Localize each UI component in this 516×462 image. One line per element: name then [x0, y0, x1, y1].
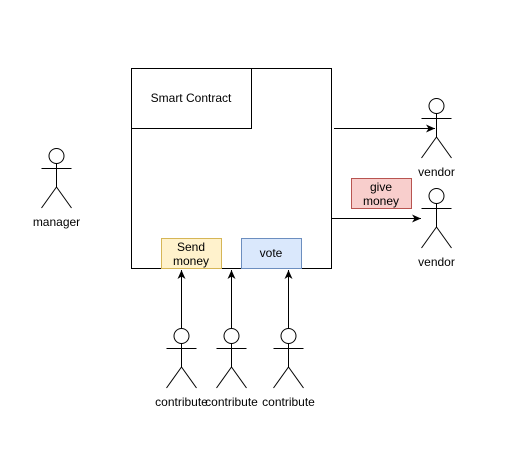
manager-actor-icon	[41, 148, 72, 209]
send-money-box	[161, 238, 222, 269]
smart-contract-title-box	[131, 68, 252, 129]
give-money-box	[351, 178, 412, 209]
vendor-bottom-label: vendor	[418, 255, 455, 269]
vendor-top-actor-icon	[421, 98, 452, 159]
vote-label: vote	[259, 246, 283, 260]
contributor-1-label: contribute	[155, 395, 208, 409]
contributor-2-label: contribute	[205, 395, 258, 409]
contributor-3-actor-icon	[273, 328, 304, 389]
vendor-bottom-actor-icon	[421, 188, 452, 249]
vendor-top-label: vendor	[418, 165, 455, 179]
vote-box	[241, 238, 302, 269]
contributor-3-label: contribute	[262, 395, 315, 409]
send-money-label: Send money	[172, 239, 210, 268]
manager-label: manager	[32, 215, 81, 229]
smart-contract-label: Smart Contract	[150, 91, 232, 105]
give-money-label: give money	[362, 179, 400, 208]
contributor-1-actor-icon	[166, 328, 197, 389]
contributor-2-actor-icon	[216, 328, 247, 389]
